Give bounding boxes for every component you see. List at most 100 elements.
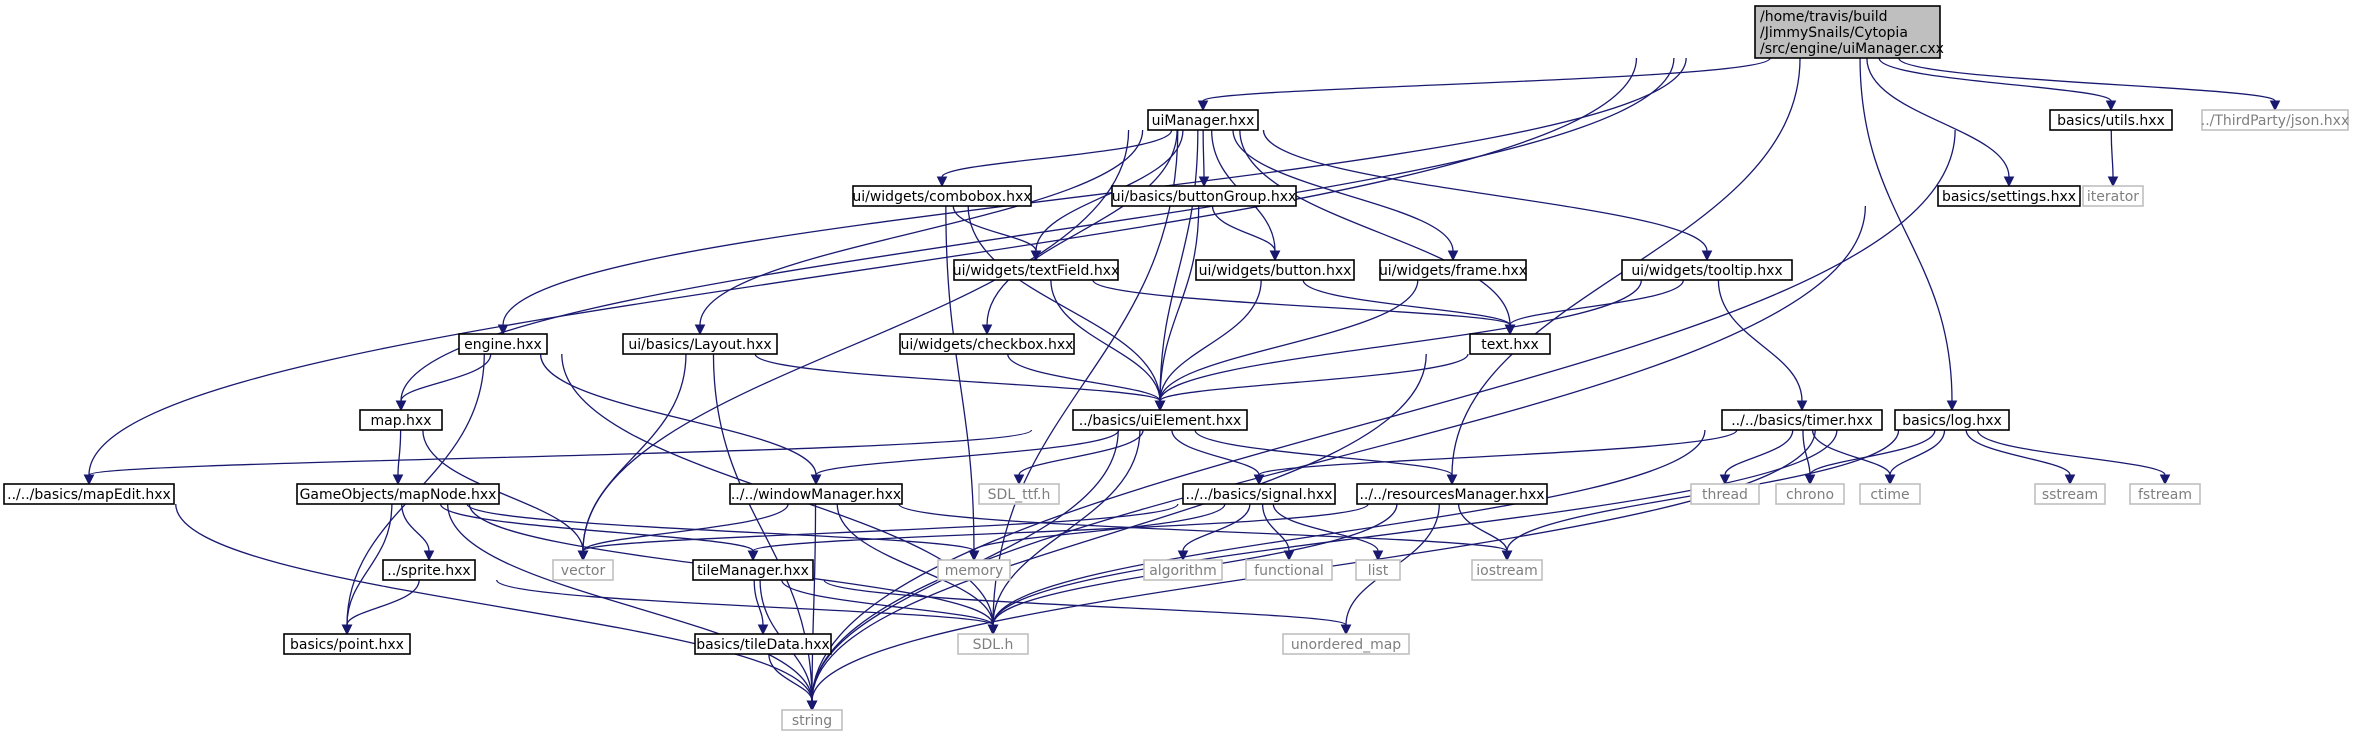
edge-arrowhead — [757, 624, 769, 636]
node-label: chrono — [1786, 487, 1834, 503]
node-functional: functional — [1245, 559, 1333, 581]
node-label: map.hxx — [371, 413, 432, 429]
edge-arrowhead — [1884, 474, 1896, 486]
node-tileManager_hxx[interactable]: tileManager.hxx — [692, 559, 814, 581]
edge-line — [1811, 429, 1891, 476]
node-box — [1182, 483, 1336, 505]
node-layout_hxx[interactable]: ui/basics/Layout.hxx — [622, 333, 778, 355]
node-mapNode_hxx[interactable]: GameObjects/mapNode.hxx — [296, 483, 500, 505]
edge-line — [1159, 279, 1419, 402]
edge-timer_hxx-to-signal_hxx — [1253, 429, 1738, 486]
edge-line — [88, 429, 1033, 476]
node-uiManager_hxx[interactable]: uiManager.hxx — [1147, 109, 1259, 131]
node-label: vector — [561, 563, 606, 579]
node-mapEdit_hxx[interactable]: ../../basics/mapEdit.hxx — [3, 483, 175, 505]
node-box — [694, 633, 832, 655]
edge-windowManager_hxx-to-iostream — [898, 503, 1513, 562]
edge-uiManager_hxx-to-buttonGroup_hxx — [1198, 129, 1210, 188]
edge-line — [699, 129, 1144, 326]
edge-uiManager_hxx-to-text_hxx — [1239, 129, 1516, 336]
edge-arrowhead — [1447, 250, 1459, 262]
node-map_hxx[interactable]: map.hxx — [359, 409, 443, 431]
edge-arrowhead — [810, 474, 822, 486]
edge-log_hxx-to-ctime — [1884, 429, 1946, 486]
edge-arrowhead — [2159, 474, 2171, 486]
node-timer_hxx[interactable]: ../../basics/timer.hxx — [1721, 409, 1883, 431]
node-label: engine.hxx — [464, 337, 542, 353]
node-textField_hxx[interactable]: ui/widgets/textField.hxx — [953, 259, 1120, 281]
edge-line — [986, 129, 1178, 326]
node-tileData_hxx[interactable]: basics/tileData.hxx — [694, 633, 832, 655]
edge-arrowhead — [2064, 474, 2076, 486]
edge-line — [1717, 279, 1803, 402]
edge-root-to-uiManager_hxx — [1197, 57, 1771, 112]
node-box — [1937, 185, 2081, 207]
node-box — [1282, 633, 1410, 655]
edge-combobox_hxx-to-uiElement_hxx — [967, 205, 1166, 412]
edge-signal_hxx-to-algorithm — [1177, 503, 1251, 562]
node-box — [978, 483, 1060, 505]
node-tooltip_hxx[interactable]: ui/widgets/tooltip.hxx — [1621, 259, 1793, 281]
edge-uiElement_hxx-to-mapEdit_hxx — [83, 429, 1033, 486]
edge-arrowhead — [747, 550, 759, 562]
node-settings_hxx[interactable]: basics/settings.hxx — [1937, 185, 2081, 207]
edge-log_hxx-to-sstream — [1965, 429, 2076, 486]
node-windowManager_hxx[interactable]: ../../windowManager.hxx — [729, 483, 903, 505]
node-box — [1721, 409, 1883, 431]
node-text_hxx[interactable]: text.hxx — [1469, 333, 1551, 355]
edge-line — [1159, 353, 1469, 402]
node-box — [1245, 559, 1333, 581]
edge-arrowhead — [936, 176, 948, 188]
node-utils_hxx[interactable]: basics/utils.hxx — [2049, 109, 2173, 131]
edge-log_hxx-to-fstream — [1976, 429, 2171, 486]
node-engine_hxx[interactable]: engine.hxx — [458, 333, 548, 355]
node-point_hxx[interactable]: basics/point.hxx — [283, 633, 411, 655]
edge-line — [1092, 279, 1511, 326]
node-label: ../../resourcesManager.hxx — [1359, 487, 1544, 503]
node-chrono: chrono — [1775, 483, 1845, 505]
node-label: SDL.h — [973, 637, 1014, 653]
node-signal_hxx[interactable]: ../../basics/signal.hxx — [1182, 483, 1336, 505]
node-checkbox_hxx[interactable]: ui/widgets/checkbox.hxx — [899, 333, 1075, 355]
node-label: tileManager.hxx — [697, 563, 809, 579]
node-resourcesManager_hxx[interactable]: ../../resourcesManager.hxx — [1356, 483, 1548, 505]
node-sprite_hxx[interactable]: ../sprite.hxx — [382, 559, 476, 581]
node-log_hxx[interactable]: basics/log.hxx — [1894, 409, 2010, 431]
edge-line — [1159, 205, 1200, 402]
node-uiElement_hxx[interactable]: ../basics/uiElement.hxx — [1072, 409, 1248, 431]
node-box — [1355, 559, 1401, 581]
node-label: basics/tileData.hxx — [696, 637, 830, 653]
edge-line — [952, 205, 1037, 252]
edge-checkbox_hxx-to-uiElement_hxx — [1007, 353, 1166, 412]
node-box — [692, 559, 814, 581]
edge-root-to-json_hxx — [1898, 57, 2281, 112]
edge-utils_hxx-to-iterator — [2107, 129, 2119, 188]
node-box — [2082, 185, 2144, 207]
edge-line — [1724, 429, 1794, 476]
edge-timer_hxx-to-SDL_h — [987, 429, 1706, 636]
nodes-layer: /home/travis/build/JimmySnails/Cytopia/s… — [3, 5, 2349, 731]
node-label: basics/settings.hxx — [1942, 189, 2076, 205]
node-label: ctime — [1870, 487, 1909, 503]
edge-line — [1050, 279, 1161, 402]
node-label: ui/widgets/frame.hxx — [1379, 263, 1527, 279]
edge-tooltip_hxx-to-uiElement_hxx — [1154, 279, 1643, 412]
edge-arrowhead — [1030, 250, 1042, 262]
edge-tooltip_hxx-to-timer_hxx — [1717, 279, 1808, 412]
node-frame_hxx[interactable]: ui/widgets/frame.hxx — [1379, 259, 1527, 281]
node-SDL_ttf_h: SDL_ttf.h — [978, 483, 1060, 505]
node-buttonGroup_hxx[interactable]: ui/basics/buttonGroup.hxx — [1111, 185, 1297, 207]
edge-line — [823, 579, 1347, 626]
edge-arrowhead — [1177, 550, 1189, 562]
node-label: algorithm — [1149, 563, 1217, 579]
edge-line — [2110, 129, 2114, 178]
edge-signal_hxx-to-vector — [577, 503, 1179, 562]
node-button_hxx[interactable]: ui/widgets/button.hxx — [1195, 259, 1355, 281]
node-root[interactable]: /home/travis/build/JimmySnails/Cytopia/s… — [1754, 5, 1944, 59]
edge-uiManager_hxx-to-frame_hxx — [1232, 129, 1459, 262]
node-box — [2129, 483, 2201, 505]
node-string: string — [781, 709, 843, 731]
edge-uiElement_hxx-to-SDL_ttf_h — [1013, 429, 1144, 486]
node-box — [2201, 109, 2349, 131]
node-combobox_hxx[interactable]: ui/widgets/combobox.hxx — [852, 185, 1032, 207]
